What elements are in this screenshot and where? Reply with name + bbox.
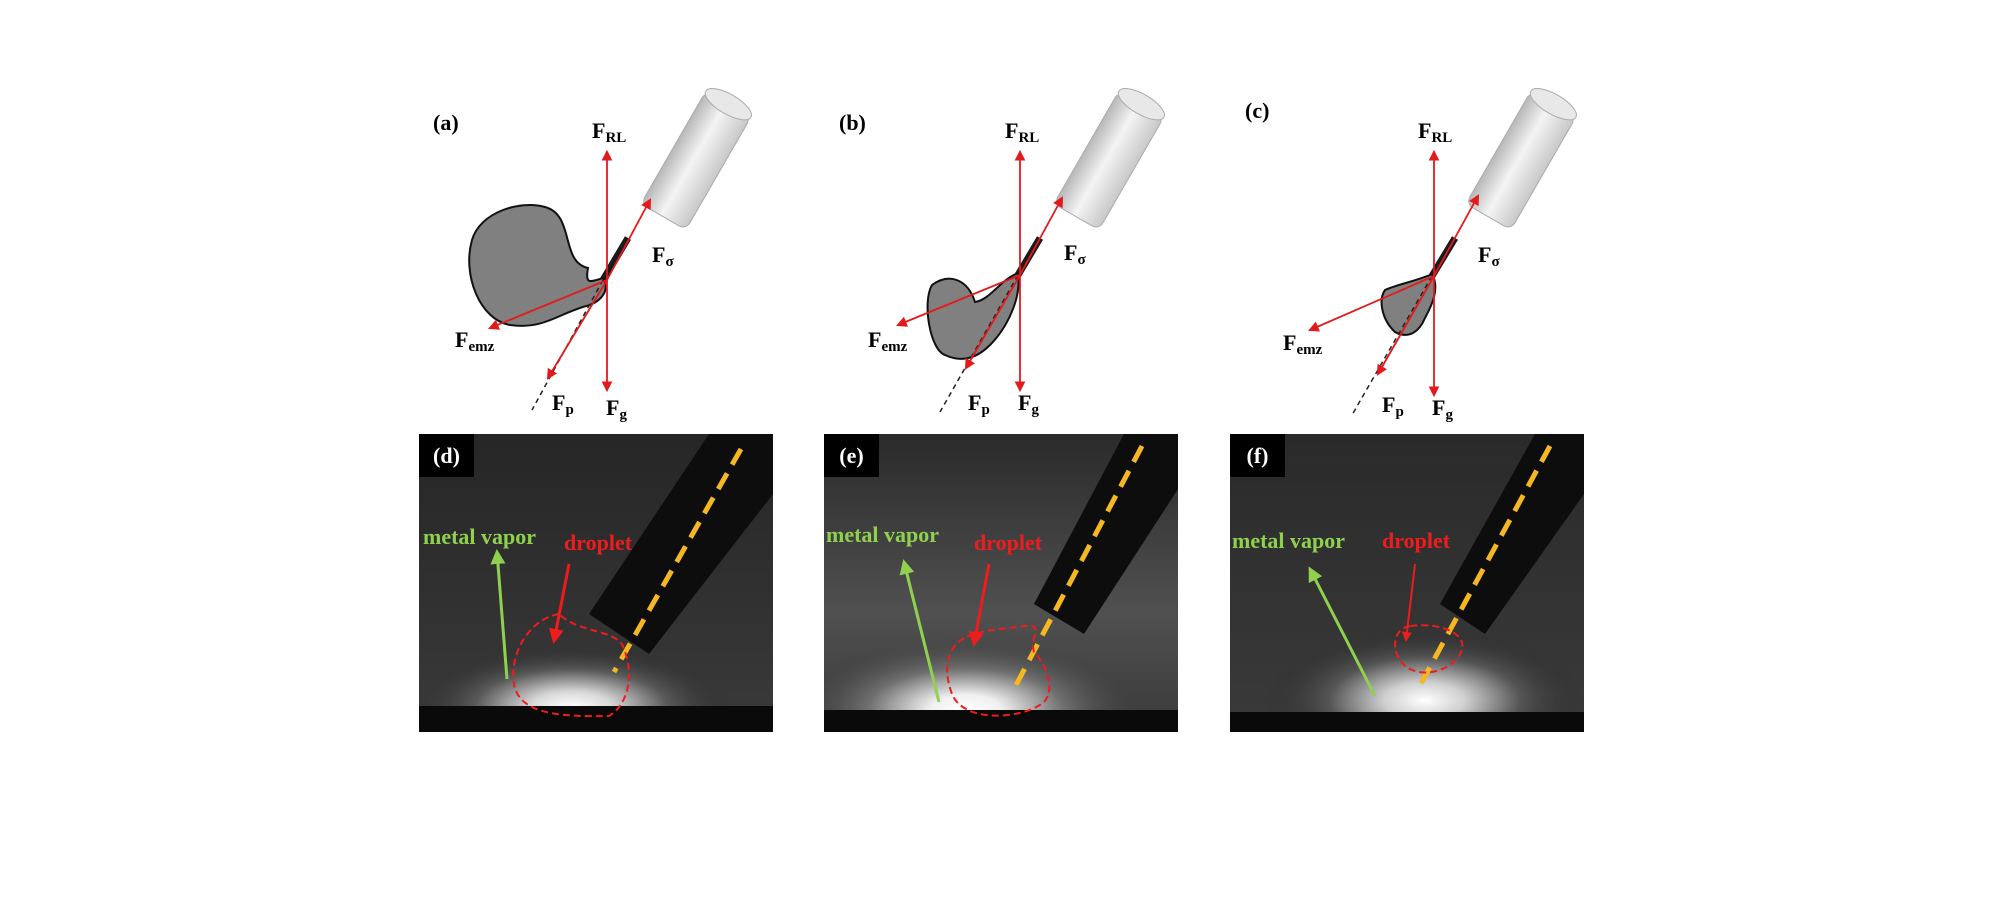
force-label-p: Fp (1382, 392, 1404, 420)
force-arrow-emz (1308, 275, 1435, 332)
force-label-g: Fg (1432, 395, 1453, 423)
droplet-outline (1394, 624, 1464, 674)
force-label-rl: FRL (592, 118, 627, 146)
droplet-arrow (968, 563, 991, 647)
panel-label-b: (b) (839, 110, 866, 135)
force-diagram-b (896, 88, 1165, 413)
force-label-emz: Femz (868, 327, 908, 355)
force-label-rl: FRL (1005, 118, 1040, 146)
force-arrow-sigma (1433, 194, 1480, 277)
droplet-label: droplet (564, 530, 633, 555)
force-label-p: Fp (968, 390, 990, 418)
vapor-arrow (490, 549, 509, 680)
panel-label-a: (a) (433, 110, 459, 135)
photo-label-e: (e) (824, 434, 879, 477)
photo-scene (824, 434, 1178, 732)
droplet-shape (468, 204, 607, 327)
high-speed-photo-d: (d) metal vapor droplet (419, 434, 773, 732)
photo-scene (1230, 434, 1584, 732)
force-diagram-a (468, 88, 752, 411)
vapor-arrow (899, 559, 941, 703)
force-arrow-p (1376, 275, 1435, 376)
welding-torch-nozzle (1056, 88, 1165, 228)
panel-label-c: (c) (1245, 98, 1270, 123)
photo-label-f: (f) (1230, 434, 1285, 477)
metal-vapor-label: metal vapor (1232, 528, 1346, 553)
force-arrow-emz (488, 279, 608, 330)
metal-vapor-label: metal vapor (826, 522, 940, 547)
high-speed-photo-f: (f) metal vapor droplet (1230, 434, 1584, 732)
force-diagram-c (1308, 88, 1577, 416)
electrode-axis-line (1011, 444, 1145, 691)
droplet-shape (1380, 272, 1437, 336)
photo-scene (419, 434, 773, 732)
force-label-rl: FRL (1418, 118, 1453, 146)
droplet-arrow (548, 563, 571, 644)
droplet-outline (512, 612, 630, 718)
force-label-g: Fg (1018, 390, 1039, 418)
force-arrow-sigma (1019, 196, 1064, 276)
force-arrow-p (964, 274, 1021, 370)
welding-torch-nozzle (643, 88, 752, 228)
force-arrow-emz (896, 274, 1021, 327)
force-arrow-sigma (606, 198, 652, 281)
force-label-g: Fg (606, 395, 627, 423)
force-label-emz: Femz (1283, 330, 1323, 358)
electrode-axis-line (611, 447, 744, 674)
electrode-axis-line (1415, 444, 1553, 691)
high-speed-photo-e: (e) metal vapor droplet (824, 434, 1178, 732)
force-arrow-p (546, 279, 608, 380)
force-label-sigma: Fσ (1064, 240, 1086, 268)
welding-torch-nozzle (1468, 88, 1577, 228)
droplet-outline (946, 624, 1051, 717)
droplet-shape (926, 271, 1020, 360)
force-label-sigma: Fσ (1478, 242, 1500, 270)
vapor-arrow (1308, 566, 1377, 697)
droplet-label: droplet (974, 530, 1043, 555)
droplet-arrow (1401, 563, 1416, 642)
photo-label-d: (d) (419, 434, 474, 477)
metal-vapor-label: metal vapor (423, 524, 537, 549)
force-label-emz: Femz (455, 327, 495, 355)
droplet-label: droplet (1382, 528, 1451, 553)
force-label-p: Fp (552, 390, 574, 418)
force-label-sigma: Fσ (652, 242, 674, 270)
